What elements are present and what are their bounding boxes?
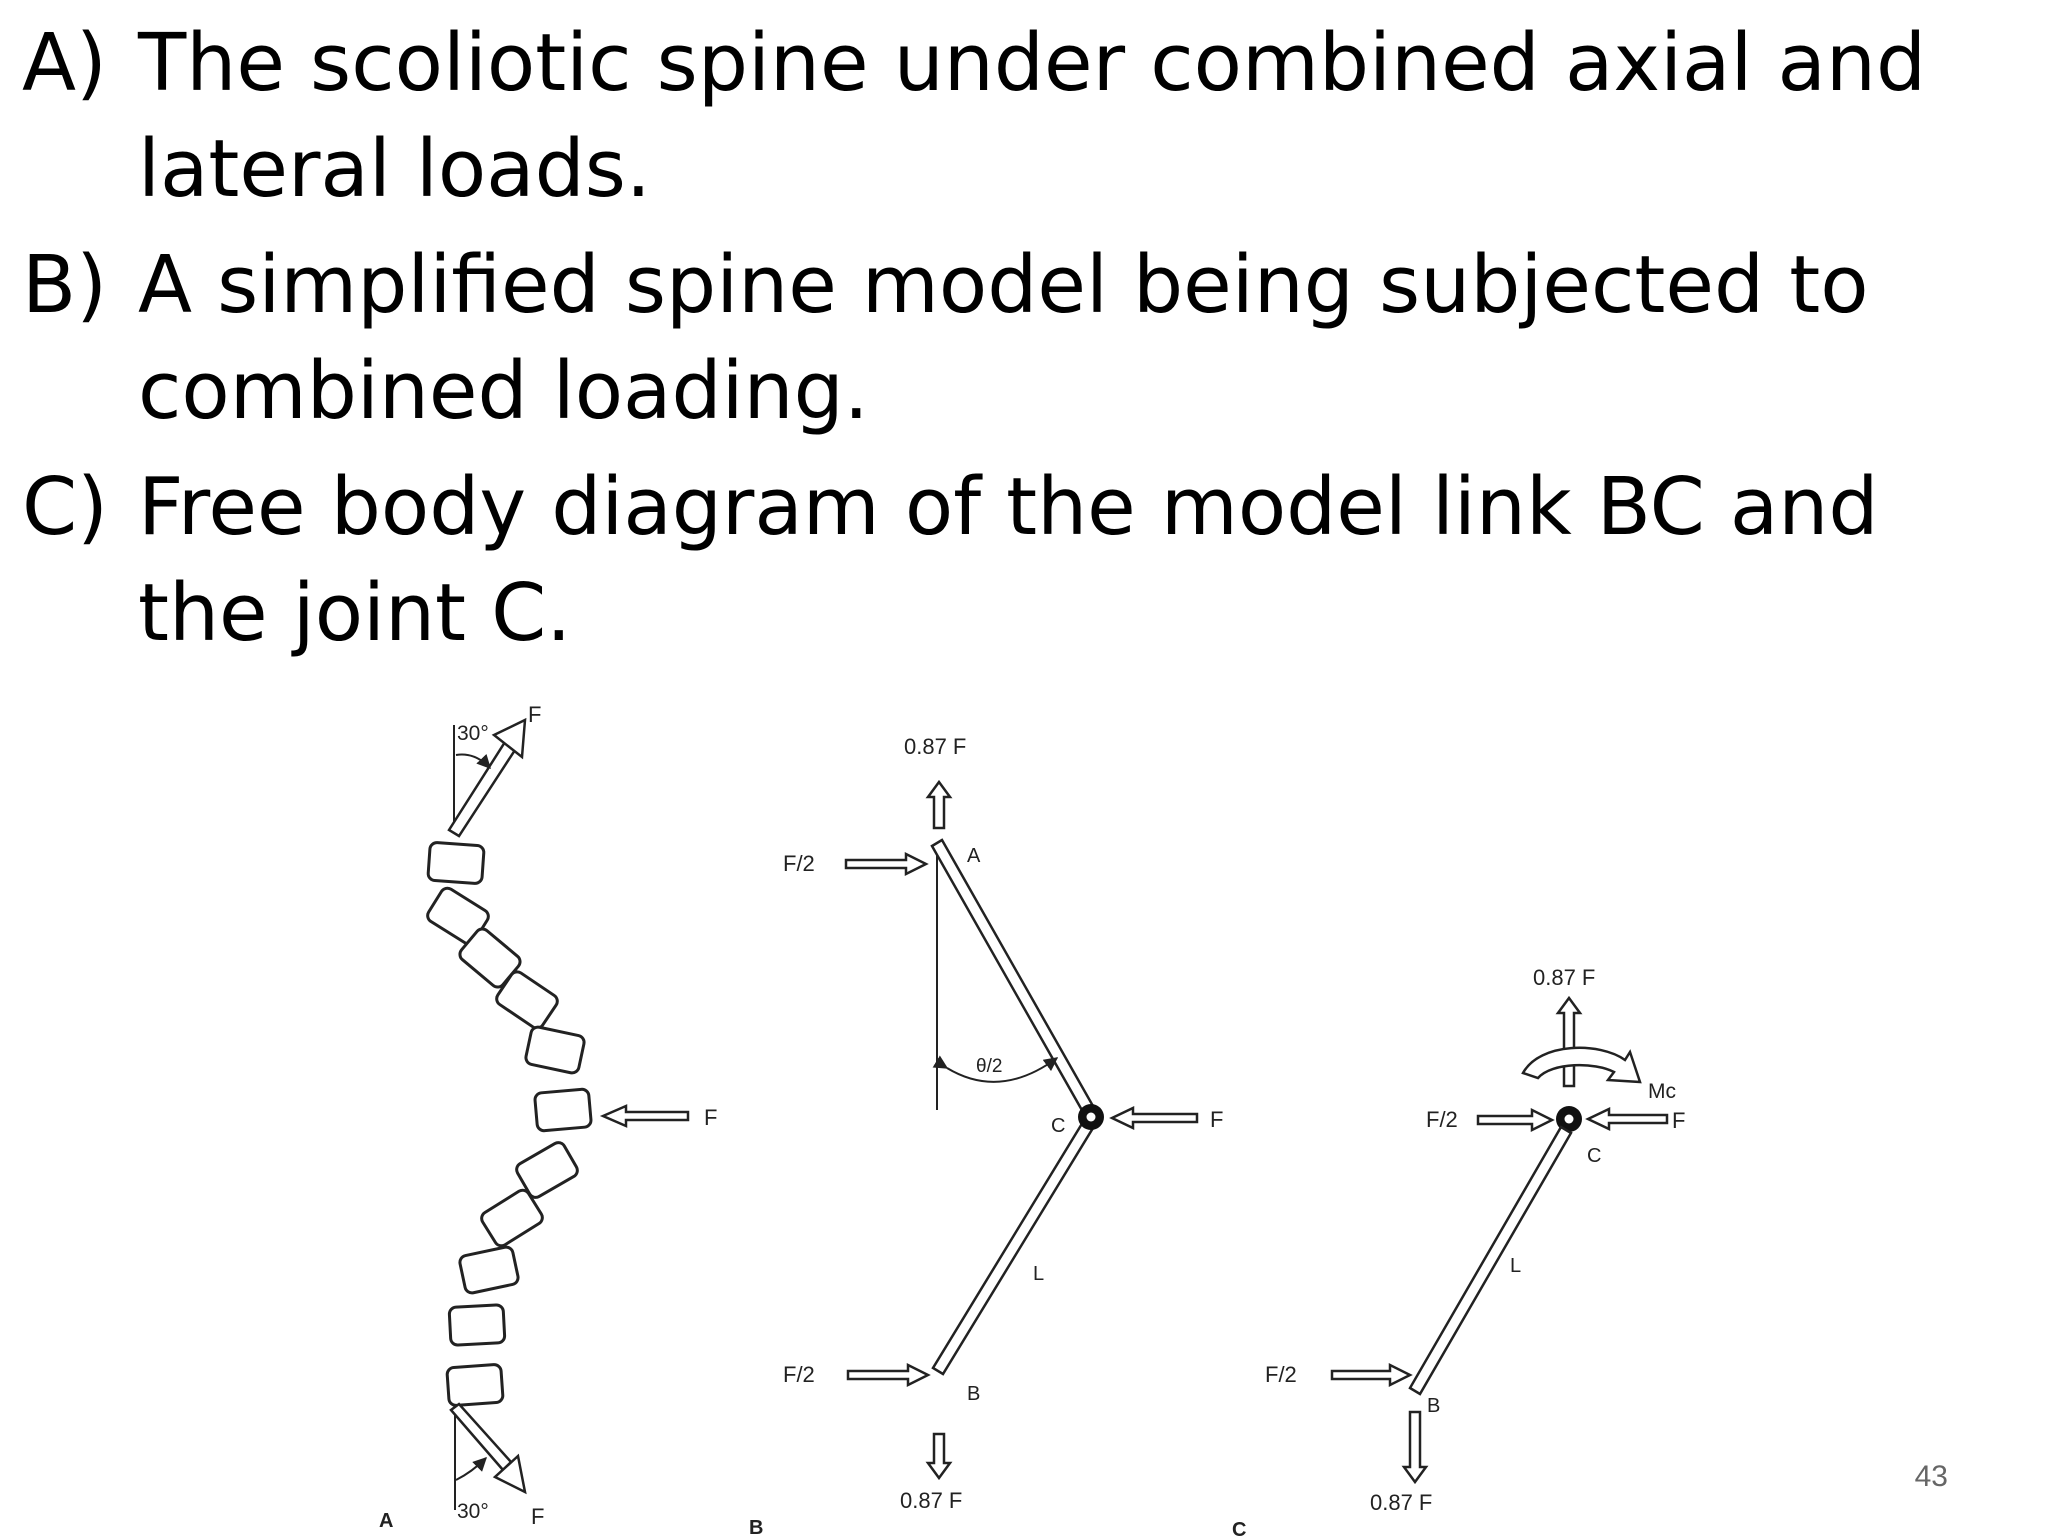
- lateral-force-label: F: [1672, 1108, 1685, 1133]
- moment-label: Mc: [1648, 1080, 1676, 1103]
- caption-label: B): [22, 239, 108, 331]
- link-length-label: L: [1510, 1255, 1521, 1277]
- vertebra: [458, 1245, 520, 1295]
- lateral-force-arrow-icon: [1109, 1106, 1199, 1130]
- node-c-label: C: [1587, 1145, 1601, 1167]
- caption-label: A): [22, 17, 107, 109]
- bottom-axial-arrow-icon: [925, 1432, 953, 1481]
- node-c-label: C: [1051, 1115, 1065, 1137]
- vertebra: [533, 1087, 593, 1133]
- link-ac: [930, 838, 1095, 1114]
- vertebra: [426, 841, 486, 885]
- bottom-lateral-arrow-icon: [846, 1362, 931, 1388]
- caption-a: A) The scoliotic spine under combined ax…: [22, 10, 2012, 222]
- joint-c-center: [1564, 1114, 1574, 1124]
- vertebra: [495, 970, 559, 1030]
- joint-lateral-arrow-icon: [1476, 1107, 1555, 1133]
- bottom-force-shaft: [449, 1402, 513, 1472]
- joint-c-center: [1086, 1112, 1096, 1122]
- lateral-force-label: F: [1210, 1107, 1223, 1132]
- top-force-label: F: [528, 702, 541, 727]
- top-angle-arc: [455, 753, 491, 770]
- bottom-axial-arrow-icon: [1401, 1410, 1429, 1485]
- bottom-angle-label: 30°: [457, 1500, 489, 1523]
- top-axial-arrow-icon: [925, 779, 953, 830]
- top-lateral-arrow-icon: [844, 851, 929, 877]
- caption-b: B) A simplified spine model being subjec…: [22, 232, 2012, 444]
- top-force-arrow-icon: [491, 717, 527, 760]
- lateral-force-arrow-icon: [1585, 1107, 1669, 1131]
- caption-c: C) Free body diagram of the model link B…: [22, 454, 2012, 666]
- caption-text: The scoliotic spine under combined axial…: [138, 17, 1927, 215]
- vertebra: [480, 1188, 544, 1248]
- link-cb: [931, 1120, 1095, 1376]
- link-length-label: L: [1033, 1263, 1044, 1285]
- bottom-angle-arc: [455, 1457, 487, 1481]
- bottom-axial-label: 0.87 F: [900, 1488, 962, 1513]
- page-number: 43: [1914, 1460, 1948, 1493]
- bottom-axial-label: 0.87 F: [1370, 1490, 1432, 1515]
- top-axial-label: 0.87 F: [904, 734, 966, 759]
- lateral-force-label: F: [704, 1105, 717, 1130]
- angle-arc: [932, 1055, 1059, 1083]
- top-angle-label: 30°: [457, 722, 489, 745]
- bottom-lateral-label: F/2: [1265, 1362, 1297, 1387]
- vertebrae: [426, 841, 593, 1407]
- vertebra: [515, 1141, 579, 1199]
- panel-c: 0.87 F Mc F/2 C F L F/2 B 0.87 F C: [1232, 965, 1685, 1536]
- top-lateral-label: F/2: [783, 851, 815, 876]
- link-cb: [1408, 1125, 1573, 1396]
- node-a-label: A: [967, 845, 981, 867]
- top-axial-arrow-icon: [1555, 995, 1583, 1088]
- vertebra: [447, 1303, 507, 1347]
- caption-text: Free body diagram of the model link BC a…: [138, 461, 1879, 659]
- node-b-label: B: [1427, 1395, 1440, 1417]
- panel-label: B: [749, 1517, 763, 1536]
- panel-b: 0.87 F F/2 A θ/2 C F L F/2 B 0.87 F B: [749, 734, 1223, 1536]
- node-b-label: B: [967, 1383, 980, 1405]
- caption-text: A simplified spine model being subjected…: [138, 239, 1869, 437]
- bottom-force-label: F: [531, 1504, 544, 1529]
- moment-arrow-icon: [1521, 1046, 1642, 1084]
- panel-a: 30° F F 30° F A: [379, 702, 717, 1532]
- top-axial-label: 0.87 F: [1533, 965, 1595, 990]
- bottom-lateral-arrow-icon: [1330, 1362, 1413, 1388]
- angle-label: θ/2: [976, 1056, 1002, 1077]
- panel-label: C: [1232, 1519, 1246, 1536]
- top-force-shaft: [447, 740, 517, 838]
- caption-list: A) The scoliotic spine under combined ax…: [22, 10, 2012, 676]
- caption-label: C): [22, 461, 108, 553]
- vertebra: [445, 1363, 505, 1407]
- panel-label: A: [379, 1510, 393, 1532]
- bottom-force-arrow-icon: [492, 1453, 527, 1495]
- joint-lateral-label: F/2: [1426, 1107, 1458, 1132]
- bottom-lateral-label: F/2: [783, 1362, 815, 1387]
- lateral-force-arrow-icon: [599, 1104, 690, 1128]
- vertebra: [524, 1025, 586, 1075]
